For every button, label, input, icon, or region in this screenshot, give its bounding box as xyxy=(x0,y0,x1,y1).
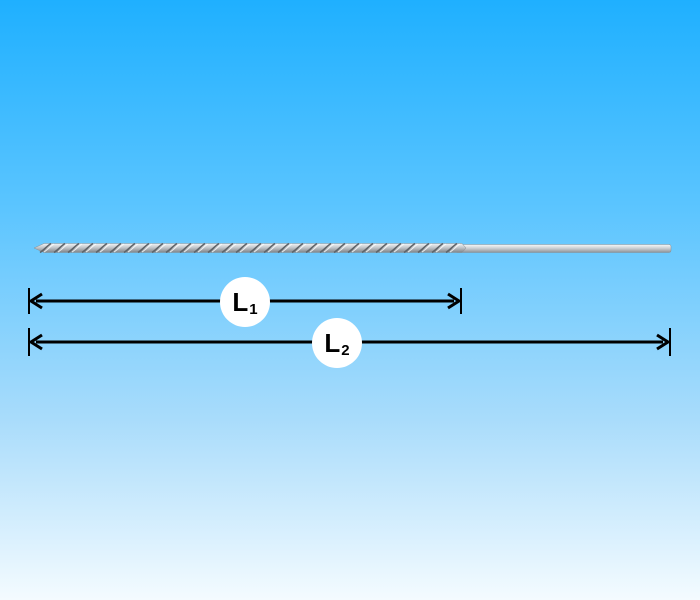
drill-flutes xyxy=(39,242,461,254)
drill-flute-groove xyxy=(81,242,94,254)
long-twist-drill-bit-icon xyxy=(33,242,672,254)
drill-flute-groove xyxy=(319,242,332,254)
drill-flute-highlight xyxy=(407,243,419,253)
drill-flute-highlight xyxy=(323,243,335,253)
drill-flute-groove xyxy=(417,242,430,254)
drill-flute-groove xyxy=(375,242,388,254)
drill-flute-groove xyxy=(305,242,318,254)
drill-flute-groove xyxy=(221,242,234,254)
drill-flute-highlight xyxy=(337,243,349,253)
drill-flute-groove xyxy=(291,242,304,254)
drill-flute-highlight xyxy=(183,243,195,253)
dimension-l1-right-arrow xyxy=(447,292,462,310)
drill-flute-groove xyxy=(235,242,248,254)
drill-flute-highlight xyxy=(211,243,223,253)
dimension-l2-right-arrow xyxy=(656,333,671,351)
drill-flute-groove xyxy=(333,242,346,254)
dimension-l2-left-arrow xyxy=(28,333,43,351)
drill-flute-groove xyxy=(207,242,220,254)
drill-flute-highlight xyxy=(57,243,69,253)
drill-flute-groove xyxy=(95,242,108,254)
drill-flute-highlight xyxy=(71,243,83,253)
dimension-l2-letter: L xyxy=(324,328,341,358)
drill-flute-highlight xyxy=(43,243,55,253)
drill-flute-highlight xyxy=(113,243,125,253)
drill-shank xyxy=(454,244,672,253)
drill-flute-groove xyxy=(431,242,444,254)
drill-flute-highlight xyxy=(309,243,321,253)
drill-flute-highlight xyxy=(141,243,153,253)
drill-flute-highlight xyxy=(253,243,265,253)
dimension-l2-subscript: 2 xyxy=(341,341,350,359)
drill-flute-groove xyxy=(193,242,206,254)
drill-flute-groove xyxy=(347,242,360,254)
drill-flute-groove xyxy=(137,242,150,254)
drill-flute-highlight xyxy=(85,243,97,253)
drill-flute-groove xyxy=(277,242,290,254)
drill-flute-highlight xyxy=(225,243,237,253)
drill-flute-groove xyxy=(249,242,262,254)
drill-flute-groove xyxy=(151,242,164,254)
dimension-l1-left-arrow xyxy=(28,292,43,310)
drill-flute-groove xyxy=(445,242,458,254)
drill-flute-groove xyxy=(123,242,136,254)
drill-flute-highlight xyxy=(449,243,461,253)
drill-flute-groove xyxy=(263,242,276,254)
drill-flute-highlight xyxy=(435,243,447,253)
drill-flute-highlight xyxy=(393,243,405,253)
drill-flute-groove xyxy=(403,242,416,254)
drill-flute-groove xyxy=(67,242,80,254)
drill-flute-highlight xyxy=(197,243,209,253)
drill-flute-highlight xyxy=(267,243,279,253)
drill-flute-groove xyxy=(179,242,192,254)
dimension-l1-letter: L xyxy=(232,287,249,317)
drill-flute-groove xyxy=(165,242,178,254)
drill-flute-highlight xyxy=(295,243,307,253)
dimension-l1-subscript: 1 xyxy=(249,300,258,318)
drill-flute-groove xyxy=(39,242,52,254)
drill-flute-groove xyxy=(109,242,122,254)
drill-flute-groove xyxy=(389,242,402,254)
drill-flute-highlight xyxy=(421,243,433,253)
drill-flute-highlight xyxy=(351,243,363,253)
drill-flute-highlight xyxy=(239,243,251,253)
drill-flute-highlight xyxy=(155,243,167,253)
drill-flute-highlight xyxy=(99,243,111,253)
drill-flute-groove xyxy=(361,242,374,254)
drill-flute-highlight xyxy=(281,243,293,253)
drill-flute-groove xyxy=(53,242,66,254)
drill-flute-highlight xyxy=(365,243,377,253)
drill-flute-highlight xyxy=(127,243,139,253)
drill-flute-highlight xyxy=(169,243,181,253)
drill-flute-highlight xyxy=(379,243,391,253)
